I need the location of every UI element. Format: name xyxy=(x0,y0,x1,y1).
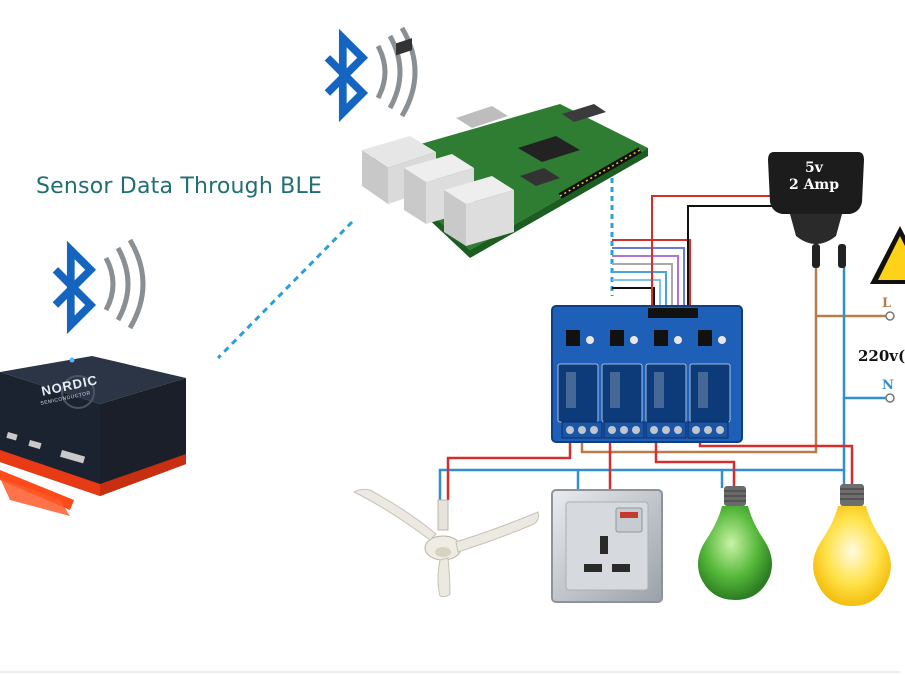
warning-icon xyxy=(870,226,905,284)
relay-1 xyxy=(557,363,599,423)
live-terminal xyxy=(885,311,895,321)
live-label: L xyxy=(882,296,892,311)
yellow-bulb xyxy=(813,484,891,606)
green-bulb xyxy=(698,486,772,600)
relay-3 xyxy=(645,363,687,423)
relay-module xyxy=(551,305,743,443)
power-adapter xyxy=(768,152,864,268)
wall-socket xyxy=(551,489,663,603)
wiring xyxy=(438,195,890,500)
power-adapter-label: 5v 2 Amp xyxy=(770,160,858,194)
diagram-caption: Sensor Data Through BLE xyxy=(36,174,323,199)
neutral-terminal xyxy=(885,393,895,403)
raspberry-pi-board xyxy=(362,38,648,258)
neutral-label: N xyxy=(882,378,894,393)
bluetooth-icon xyxy=(324,26,418,123)
relay-4 xyxy=(689,363,731,423)
adapter-current: 2 Amp xyxy=(788,177,840,193)
bluetooth-icon xyxy=(52,238,146,335)
mains-voltage-label: 220v( xyxy=(858,347,905,365)
ceiling-fan xyxy=(353,488,539,598)
nordic-thingy-device xyxy=(0,356,186,516)
ble-link-line xyxy=(216,220,354,360)
relay-2 xyxy=(601,363,643,423)
adapter-voltage: 5v xyxy=(805,160,823,176)
